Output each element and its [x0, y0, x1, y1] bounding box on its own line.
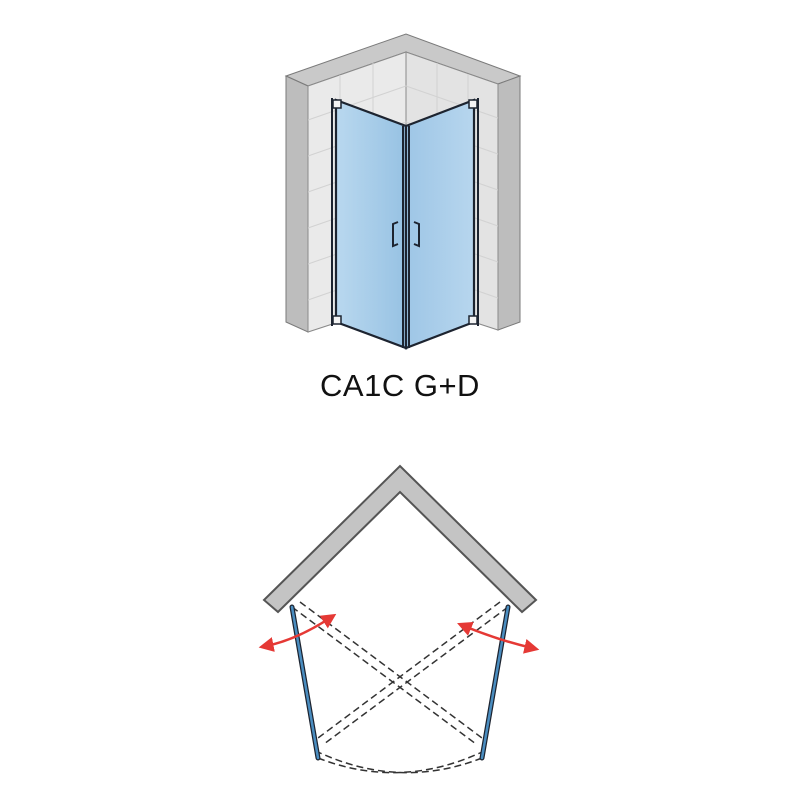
- swing-arrow-right-icon: [457, 621, 540, 654]
- plan-view-diagram: [258, 464, 540, 774]
- door-open-positions: [291, 601, 509, 745]
- door-swing-arcs: [317, 751, 483, 774]
- plan-door-right: [479, 604, 511, 761]
- plan-walls: [262, 464, 538, 614]
- enclosure-3d-illustration: [284, 33, 522, 350]
- model-label: CA1C G+D: [320, 368, 480, 403]
- glass-door-right: [404, 98, 476, 350]
- hinges: [332, 99, 478, 325]
- door-handles: [392, 221, 420, 248]
- swing-arrow-left-icon: [258, 613, 337, 652]
- plan-door-left: [289, 604, 321, 761]
